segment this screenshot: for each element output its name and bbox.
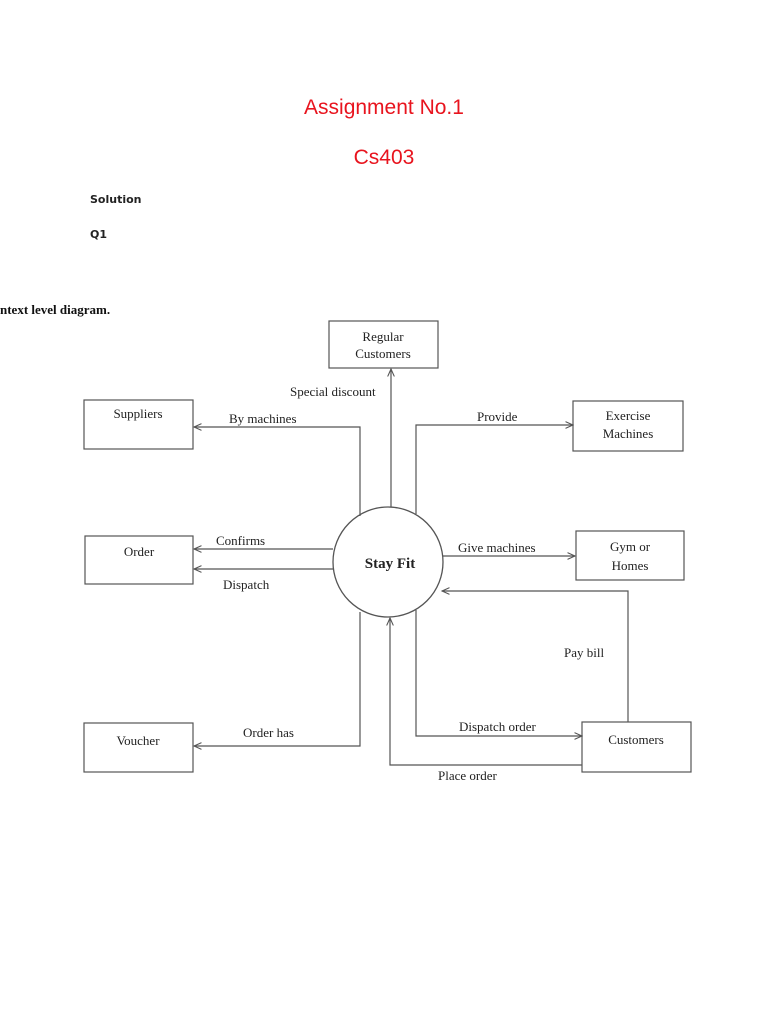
flow-dispatch-order: Dispatch order — [415, 610, 582, 736]
svg-text:Provide: Provide — [477, 409, 518, 424]
course-code: Cs403 — [353, 146, 415, 169]
svg-text:Regular: Regular — [362, 329, 404, 344]
svg-text:Dispatch order: Dispatch order — [459, 719, 537, 734]
entity-customers: Customers — [581, 721, 692, 773]
svg-text:Customers: Customers — [608, 732, 664, 747]
flow-by-machines: By machines — [194, 411, 361, 516]
svg-text:Voucher: Voucher — [116, 733, 160, 748]
flow-special-discount: Special discount — [290, 369, 391, 507]
svg-text:Order has: Order has — [243, 725, 294, 740]
svg-text:Pay bill: Pay bill — [564, 645, 604, 660]
svg-text:Confirms: Confirms — [216, 533, 265, 548]
solution-label: Solution — [90, 193, 142, 206]
flow-give-machines: Give machines — [443, 540, 575, 556]
flow-place-order: Place order — [390, 618, 582, 783]
entity-exercise-machines: Exercise Machines — [572, 400, 684, 452]
assignment-title: Assignment No.1 — [304, 96, 464, 119]
flow-pay-bill: Pay bill — [442, 591, 629, 722]
entity-regular-customers: Regular Customers — [328, 320, 439, 369]
process-stay-fit: Stay Fit — [332, 506, 444, 618]
diagram-caption: ntext level diagram. — [0, 302, 111, 317]
process-label: Stay Fit — [365, 556, 415, 572]
svg-text:Dispatch: Dispatch — [223, 577, 270, 592]
svg-text:Homes: Homes — [612, 558, 649, 573]
entity-voucher: Voucher — [83, 722, 194, 773]
flow-confirms: Confirms — [194, 533, 333, 549]
svg-text:Customers: Customers — [355, 346, 411, 361]
svg-text:Order: Order — [124, 544, 155, 559]
entity-order: Order — [84, 535, 194, 585]
svg-text:Machines: Machines — [603, 426, 654, 441]
svg-text:Place order: Place order — [438, 768, 498, 783]
svg-text:Give machines: Give machines — [458, 540, 536, 555]
svg-text:Exercise: Exercise — [606, 408, 651, 423]
svg-text:By machines: By machines — [229, 411, 297, 426]
flow-order-has: Order has — [194, 612, 361, 746]
svg-text:Suppliers: Suppliers — [113, 406, 162, 421]
flow-dispatch: Dispatch — [194, 569, 333, 592]
question-label: Q1 — [90, 228, 108, 241]
entity-gym-homes: Gym or Homes — [575, 530, 685, 581]
svg-text:Gym or: Gym or — [610, 539, 651, 554]
svg-text:Special discount: Special discount — [290, 384, 376, 399]
flow-provide: Provide — [415, 409, 573, 514]
entity-suppliers: Suppliers — [83, 399, 194, 450]
